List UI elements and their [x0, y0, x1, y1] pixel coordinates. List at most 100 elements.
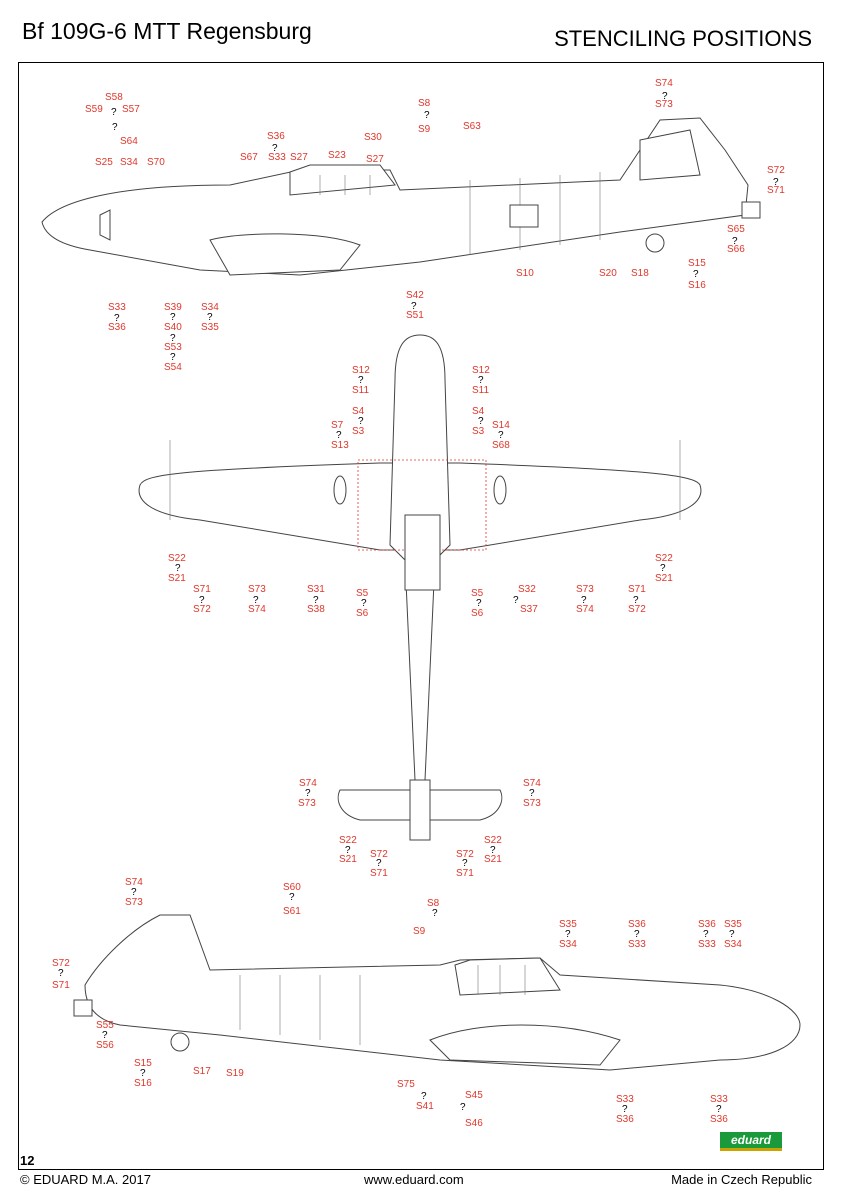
leader-marker: ?	[336, 430, 342, 441]
leader-marker: ?	[729, 929, 735, 940]
stencil-label: S12	[352, 365, 370, 376]
stencil-label: S13	[331, 440, 349, 451]
leader-marker: ?	[460, 1102, 466, 1113]
stencil-label: S5	[356, 588, 369, 599]
stencil-label: S36	[628, 919, 646, 930]
leader-marker: ?	[478, 416, 484, 427]
stencil-label: S31	[307, 584, 325, 595]
leader-marker: ?	[421, 1091, 427, 1102]
leader-marker: ?	[529, 788, 535, 799]
copyright-text: © EDUARD M.A. 2017	[20, 1172, 151, 1187]
stencil-label: S33	[628, 939, 646, 950]
stencil-label: S15	[134, 1058, 152, 1069]
leader-marker: ?	[114, 313, 120, 324]
leader-marker: ?	[358, 375, 364, 386]
leader-marker: ?	[361, 598, 367, 609]
leader-marker: ?	[622, 1104, 628, 1115]
stencil-label: S11	[472, 385, 489, 396]
stencil-label: S67	[240, 152, 258, 163]
website-link[interactable]: www.eduard.com	[364, 1172, 464, 1187]
leader-marker: ?	[490, 845, 496, 856]
stencil-label: S33	[268, 152, 286, 163]
leader-marker: ?	[476, 598, 482, 609]
stencil-label: S27	[290, 152, 308, 163]
stencil-label: S35	[724, 919, 742, 930]
leader-marker: ?	[411, 301, 417, 312]
stencil-label: S16	[134, 1078, 152, 1089]
stencil-label: S54	[164, 362, 182, 373]
stencil-label: S74	[248, 604, 266, 615]
stencil-label: S73	[125, 897, 143, 908]
stencil-label: S14	[492, 420, 510, 431]
stencil-label: S6	[471, 608, 484, 619]
stencil-label: S33	[616, 1094, 634, 1105]
stencil-label: S46	[465, 1118, 483, 1129]
leader-marker: ?	[175, 563, 181, 574]
stencil-label: S70	[147, 157, 165, 168]
stencil-label: S74	[655, 78, 673, 89]
plan-view	[138, 334, 702, 841]
stencil-label: S71	[193, 584, 211, 595]
section-title: STENCILING POSITIONS	[554, 26, 812, 51]
stencil-label: S34	[120, 157, 138, 168]
stencil-label: S6	[356, 608, 369, 619]
leader-marker: ?	[305, 788, 311, 799]
stencil-label: S64	[120, 136, 138, 147]
stencil-label: S25	[95, 157, 113, 168]
stencil-label: S3	[352, 426, 365, 437]
stencil-label: S30	[364, 132, 382, 143]
stencil-label: S34	[724, 939, 742, 950]
stencil-label: S36	[108, 322, 126, 333]
leader-marker: ?	[289, 892, 295, 903]
side-view-right	[73, 201, 801, 1071]
leader-marker: ?	[633, 595, 639, 606]
stencil-label: S63	[463, 121, 481, 132]
leader-marker: ?	[131, 887, 137, 898]
stencil-label: S21	[339, 854, 357, 865]
stencil-label: S57	[122, 104, 140, 115]
leader-marker: ?	[170, 352, 176, 363]
stencil-label: S74	[576, 604, 594, 615]
leader-marker: ?	[565, 929, 571, 940]
stencil-label: S10	[516, 268, 534, 279]
leader-marker: ?	[376, 858, 382, 869]
stencil-label: S73	[576, 584, 594, 595]
stencil-label: S8	[427, 898, 440, 909]
stencil-label: S7	[331, 420, 344, 431]
stencil-label: S17	[193, 1066, 211, 1077]
stencil-label: S71	[52, 980, 70, 991]
stencil-label: S23	[328, 150, 346, 161]
leader-marker: ?	[662, 91, 668, 102]
page-title: Bf 109G-6 MTT Regensburg	[22, 18, 312, 44]
stencil-label: S74	[125, 877, 143, 888]
stencil-label: S22	[168, 553, 186, 564]
stencil-label: S12	[472, 365, 490, 376]
drawing-frame	[18, 62, 824, 1170]
stencil-label: S56	[96, 1040, 114, 1051]
stencil-label: S5	[471, 588, 484, 599]
stencil-label: S51	[406, 310, 424, 321]
stencil-label: S35	[559, 919, 577, 930]
stencil-label: S72	[370, 849, 388, 860]
stencil-label: S39	[164, 302, 182, 313]
stencil-label: S35	[201, 322, 219, 333]
stencil-label: S72	[456, 849, 474, 860]
stencil-label: S3	[472, 426, 485, 437]
stencil-label: S18	[631, 268, 649, 279]
leader-marker: ?	[111, 107, 117, 118]
leader-marker: ?	[272, 143, 278, 154]
stencil-label: S21	[168, 573, 186, 584]
made-in-text: Made in Czech Republic	[671, 1172, 812, 1187]
brand-logo: eduard	[720, 1132, 782, 1148]
leader-marker: ?	[140, 1068, 146, 1079]
stencil-label: S71	[628, 584, 646, 595]
brand-logo-underline	[720, 1148, 782, 1151]
stencil-label: S4	[352, 406, 365, 417]
leader-marker: ?	[773, 177, 779, 188]
stencil-label: S58	[105, 92, 123, 103]
leader-marker: ?	[424, 110, 430, 121]
stencil-label: S32	[518, 584, 536, 595]
stencil-label: S73	[655, 99, 673, 110]
stencil-label: S36	[710, 1114, 728, 1125]
